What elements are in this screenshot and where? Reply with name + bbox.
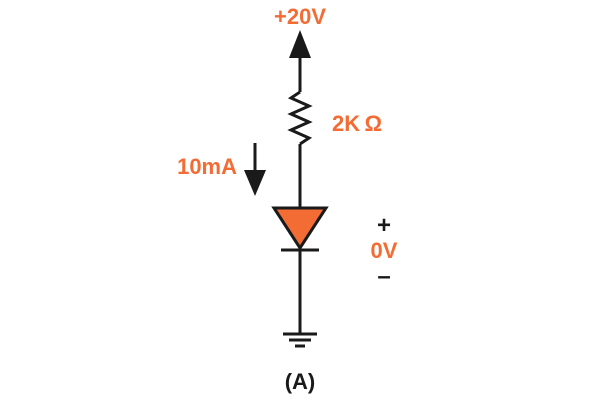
current-arrow-icon	[244, 143, 266, 196]
resistor-value-label: 2K Ω	[332, 111, 382, 136]
diode-triangle-icon	[271, 206, 329, 251]
figure-caption: (A)	[285, 369, 316, 394]
supply-voltage-label: +20V	[274, 4, 326, 29]
polarity-minus-label: –	[377, 263, 390, 290]
current-label: 10mA	[177, 154, 237, 179]
polarity-plus-label: +	[377, 212, 391, 239]
supply-arrow-icon	[289, 30, 311, 58]
resistor-zigzag-icon	[287, 90, 313, 146]
diode-voltage-label: 0V	[371, 238, 398, 263]
ground-icon	[283, 332, 317, 348]
